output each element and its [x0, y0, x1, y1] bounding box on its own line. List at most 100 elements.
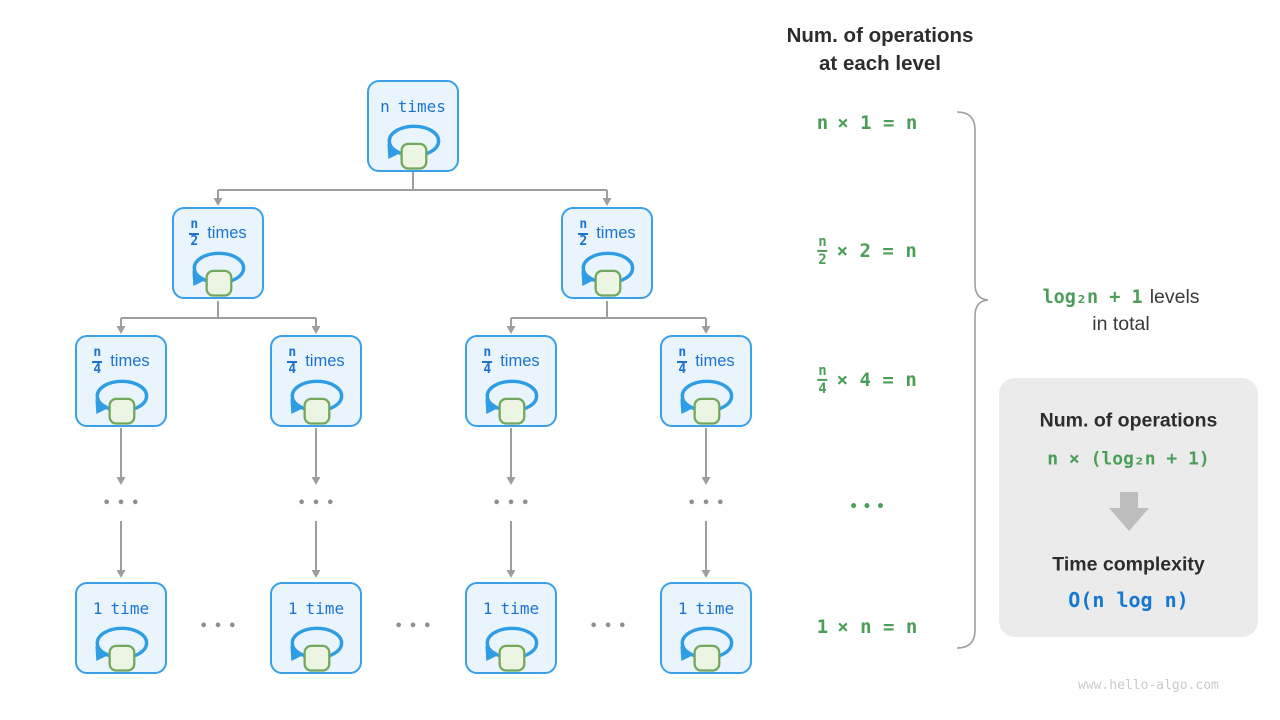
fraction-numerator: n [483, 344, 492, 360]
label-suffix: times [305, 352, 345, 371]
loop-icon [485, 626, 539, 672]
ellipsis-dots: ••• [199, 619, 243, 634]
column-header: Num. of operations at each level [787, 22, 974, 78]
loop-icon [680, 379, 734, 425]
label-count: 1 [92, 599, 103, 619]
label-suffix: time [695, 599, 735, 619]
ellipsis-dots: ••• [687, 496, 731, 511]
equation-rest: × 1 = n [837, 112, 918, 134]
tree-node-leaf: 1 time [270, 582, 362, 674]
ellipsis-dots: ••• [102, 496, 146, 511]
loop-icon [192, 251, 246, 297]
ellipsis-dots: ••• [492, 496, 536, 511]
summary-title: Num. of operations [1039, 409, 1218, 432]
equation-rest: × 2 = n [836, 240, 917, 262]
down-arrow-icon [1108, 492, 1149, 531]
label-suffix: times [500, 352, 540, 371]
column-header-line1: Num. of operations [786, 24, 974, 47]
label-suffix: times [207, 224, 247, 243]
levels-total-line1: log₂n + 1 levels [1042, 284, 1199, 311]
loop-icon [387, 124, 441, 170]
label-suffix: times [397, 97, 446, 117]
tree-node-leaf: 1 time [465, 582, 557, 674]
fraction-denominator: 2 [817, 250, 828, 268]
label-suffix: times [110, 352, 150, 371]
node-label: 1 time [93, 592, 149, 626]
equation-lhs: n [816, 112, 829, 134]
loop-icon [290, 626, 344, 672]
arrowheads [116, 198, 711, 578]
tree-node-leaf: 1 time [660, 582, 752, 674]
fraction-numerator: n [288, 344, 297, 360]
levels-total-line2: in total [1092, 313, 1150, 335]
loop-icon [581, 251, 635, 297]
column-header-line2: at each level [819, 52, 941, 75]
label-suffix: time [110, 599, 150, 619]
label-count: 1 [677, 599, 688, 619]
fraction-numerator: n [93, 344, 102, 360]
summary-formula: n × (log₂n + 1) [1047, 448, 1210, 470]
loop-icon [290, 379, 344, 425]
tree-node-leaf: 1 time [75, 582, 167, 674]
fraction-denominator: 4 [677, 360, 688, 377]
ellipsis-dots: ••• [589, 619, 633, 634]
ops-equation-ellipsis: ••• [849, 499, 890, 515]
levels-count-formula: log₂n + 1 [1042, 287, 1143, 308]
ellipsis-dots: ••• [297, 496, 341, 511]
equation-rest: × 4 = n [836, 369, 917, 391]
tree-node-root: n times [367, 80, 459, 172]
fraction-denominator: 4 [817, 379, 828, 397]
label-suffix: times [596, 224, 636, 243]
summary-subtitle: Time complexity [1052, 553, 1205, 576]
levels-total-label: log₂n + 1 levels in total [1042, 284, 1199, 338]
summary-panel: Num. of operations n × (log₂n + 1) Time … [999, 378, 1258, 637]
ellipsis-dots: ••• [394, 619, 438, 634]
summary-result: O(n log n) [1068, 588, 1189, 612]
node-label: 1 time [288, 592, 344, 626]
levels-word: levels [1149, 286, 1200, 308]
equation-rest: × n = n [837, 616, 918, 638]
label-count: 1 [287, 599, 298, 619]
label-suffix: time [305, 599, 345, 619]
levels-brace [956, 111, 989, 649]
label-count: 1 [482, 599, 493, 619]
fraction-denominator: 2 [578, 232, 589, 249]
node-label: 1 time [483, 592, 539, 626]
loop-icon [95, 626, 149, 672]
loop-icon [95, 379, 149, 425]
watermark: www.hello-algo.com [1078, 678, 1219, 693]
fraction-denominator: 4 [287, 360, 298, 377]
fraction-denominator: 2 [189, 232, 200, 249]
label-suffix: time [500, 599, 540, 619]
fraction-denominator: 4 [92, 360, 103, 377]
fraction-numerator: n [818, 362, 827, 379]
node-label: n times [380, 90, 446, 124]
loop-icon [680, 626, 734, 672]
fraction-denominator: 4 [482, 360, 493, 377]
fraction-numerator: n [678, 344, 687, 360]
loop-icon [485, 379, 539, 425]
fraction-numerator: n [818, 233, 827, 250]
node-label: 1 time [678, 592, 734, 626]
